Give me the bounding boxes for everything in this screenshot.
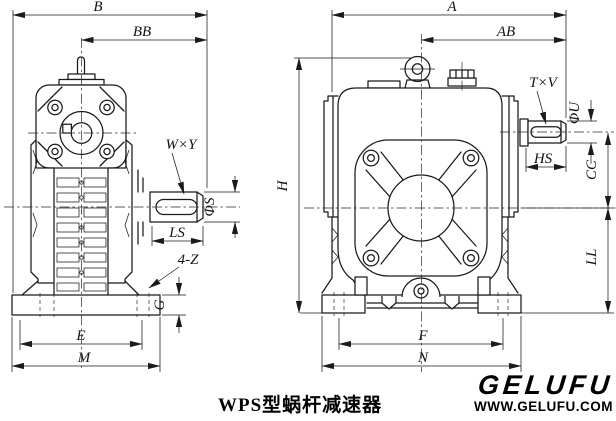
side-view: B BB W×Y ΦS LS 4-Z G (4, 0, 240, 372)
front-view: A AB H T×V ΦU HS CC (275, 0, 616, 372)
brand-website: WWW.GELUFU.COM (474, 399, 613, 414)
dim-CC: CC (522, 132, 614, 209)
right-wing (107, 139, 133, 284)
dim-label-phiU: ΦU (567, 101, 583, 124)
dim-label-LL: LL (584, 249, 600, 267)
shaft-bracket (137, 169, 144, 245)
left-flange (323, 95, 339, 218)
dim-label-A: A (446, 0, 457, 15)
dim-H: H (275, 57, 412, 314)
web-notches (381, 296, 460, 310)
cooling-fins (56, 177, 107, 292)
dim-label-BB: BB (133, 24, 151, 40)
corner-chamfer-lines (37, 86, 125, 167)
bore-keyway (62, 123, 73, 134)
dim-A: A (331, 0, 567, 118)
dim-label-4Z: 4-Z (178, 252, 199, 268)
dim-TxV: T×V (529, 75, 559, 125)
dim-AB: AB (420, 24, 567, 44)
dim-label-M: M (77, 350, 92, 366)
cover-ribs (365, 151, 477, 265)
base-plate (11, 294, 161, 316)
brand-block: GELUFU WWW.GELUFU.COM (393, 370, 615, 414)
dim-label-B: B (93, 0, 102, 15)
dim-F: F (338, 318, 504, 350)
cover-bolts (362, 149, 480, 267)
dim-label-F: F (417, 328, 428, 344)
lifting-eye-base (404, 79, 431, 89)
dim-LL: LL (584, 207, 612, 314)
foot-flare (21, 280, 140, 296)
drawing-caption: WPS型蜗杆减速器 (218, 395, 383, 416)
dim-label-N: N (417, 350, 429, 366)
dim-LS: LS (151, 225, 204, 246)
wing-rib-marks (32, 149, 130, 238)
dim-label-AB: AB (496, 24, 515, 40)
brand-logo: GELUFU (476, 370, 615, 400)
lower-columns (321, 216, 519, 294)
bearing-cover-bolts (47, 99, 115, 160)
dim-4Z: 4-Z (148, 252, 199, 289)
dim-E: E (19, 320, 143, 350)
dim-label-CC: CC (584, 159, 600, 180)
dim-label-LS: LS (168, 225, 185, 241)
drain-plug (413, 283, 429, 299)
left-foot (321, 294, 366, 314)
dim-label-HS: HS (533, 151, 553, 167)
left-wing (30, 139, 55, 284)
dim-label-G: G (152, 299, 168, 310)
dim-HS: HS (525, 146, 567, 172)
drain-plug-inner (417, 287, 425, 295)
right-foot (477, 294, 522, 314)
left-foot-tab (354, 276, 368, 296)
dim-G: G (152, 277, 186, 333)
dim-N: N (321, 316, 522, 372)
dim-phiU: ΦU (567, 100, 597, 164)
top-pad (367, 80, 401, 89)
dim-label-WxY: W×Y (166, 137, 199, 153)
top-shaft (76, 56, 86, 74)
dim-M: M (11, 317, 161, 372)
right-flange (501, 95, 519, 218)
dim-label-H: H (275, 179, 291, 192)
column-rib-marks (331, 227, 509, 265)
dim-label-E: E (75, 328, 85, 344)
right-foot-tab (477, 276, 491, 296)
dim-BB: BB (80, 24, 208, 44)
dim-WxY: W×Y (166, 137, 199, 195)
dim-label-TxV: T×V (529, 75, 558, 91)
column-edges (53, 282, 109, 296)
input-shaft-collar (519, 118, 529, 147)
